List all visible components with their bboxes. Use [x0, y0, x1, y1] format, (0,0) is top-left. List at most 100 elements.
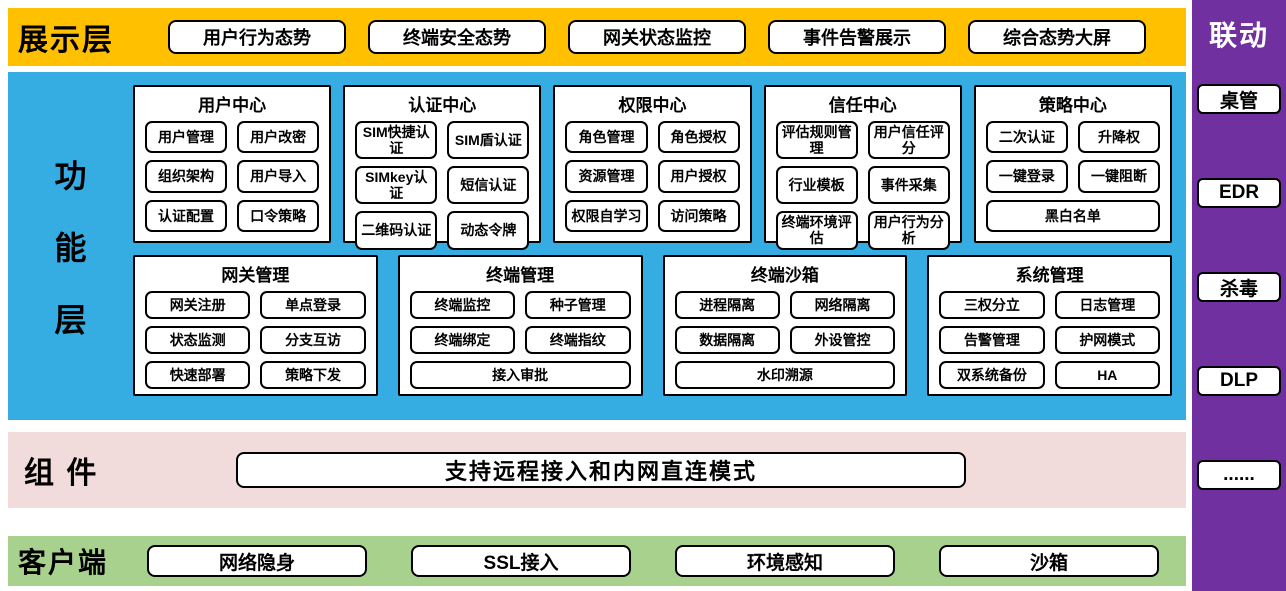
display-item[interactable]: 事件告警展示	[768, 20, 946, 54]
group-box: 网关管理网关注册单点登录状态监测分支互访快速部署策略下发	[133, 255, 378, 396]
feature-button[interactable]: 终端指纹	[525, 326, 631, 354]
component-mode-pill[interactable]: 支持远程接入和内网直连模式	[236, 452, 966, 488]
client-item[interactable]: SSL接入	[411, 545, 631, 577]
group-title: 终端管理	[486, 266, 555, 285]
feature-button[interactable]: 单点登录	[260, 291, 366, 319]
feature-button[interactable]: 一键阻断	[1077, 160, 1161, 193]
group-title: 策略中心	[1038, 96, 1107, 115]
feature-button[interactable]: 动态令牌	[447, 211, 530, 250]
feature-button[interactable]: 网关注册	[145, 291, 251, 319]
feature-button[interactable]: SIM快捷认证	[355, 121, 438, 160]
feature-button[interactable]: 三权分立	[939, 291, 1045, 319]
linkage-label: 联动	[1208, 20, 1269, 51]
group-grid: 角色管理角色授权资源管理用户授权权限自学习访问策略	[555, 117, 749, 241]
group-grid: 终端监控种子管理终端绑定终端指纹接入审批	[400, 287, 641, 398]
feature-button[interactable]: 外设管控	[789, 326, 896, 354]
feature-button[interactable]: 认证配置	[145, 199, 228, 232]
group-title: 终端沙箱	[750, 266, 819, 285]
group-grid: 评估规则管理用户信任评分行业模板事件采集终端环境评估用户行为分析	[766, 117, 960, 259]
linkage-item[interactable]: DLP	[1197, 366, 1281, 396]
function-groups-row2: 网关管理网关注册单点登录状态监测分支互访快速部署策略下发终端管理终端监控种子管理…	[133, 255, 1172, 396]
feature-button[interactable]: 快速部署	[145, 361, 251, 389]
feature-button[interactable]: 护网模式	[1054, 326, 1160, 354]
feature-button[interactable]: 水印溯源	[674, 361, 896, 389]
linkage-item[interactable]: ......	[1197, 460, 1281, 490]
feature-button[interactable]: 二次认证	[985, 121, 1068, 154]
feature-button[interactable]: 策略下发	[260, 361, 366, 389]
feature-button[interactable]: 资源管理	[565, 160, 648, 193]
group-box: 策略中心二次认证升降权一键登录一键阻断黑白名单	[973, 85, 1173, 243]
feature-button[interactable]: 数据隔离	[674, 326, 780, 354]
feature-button[interactable]: 告警管理	[939, 326, 1045, 354]
client-item[interactable]: 环境感知	[675, 545, 895, 577]
main-column: 展示层 用户行为态势终端安全态势网关状态监控事件告警展示综合态势大屏 功 能 层…	[8, 8, 1186, 586]
feature-button[interactable]: 网络隔离	[789, 291, 896, 319]
feature-button[interactable]: 用户改密	[237, 121, 320, 154]
feature-button[interactable]: 双系统备份	[939, 361, 1045, 389]
feature-button[interactable]: 一键登录	[985, 160, 1068, 193]
feature-button[interactable]: 角色管理	[565, 121, 648, 154]
feature-button[interactable]: 升降权	[1077, 121, 1161, 154]
display-item[interactable]: 终端安全态势	[368, 20, 546, 54]
feature-button[interactable]: 组织架构	[145, 160, 228, 193]
feature-button[interactable]: 终端监控	[409, 291, 516, 319]
display-item[interactable]: 网关状态监控	[568, 20, 746, 54]
client-item[interactable]: 沙箱	[939, 545, 1159, 577]
feature-button[interactable]: 日志管理	[1054, 291, 1160, 319]
feature-button[interactable]: 访问策略	[657, 199, 740, 232]
feature-button[interactable]: 用户管理	[145, 121, 228, 154]
display-item[interactable]: 综合态势大屏	[968, 20, 1146, 54]
feature-button[interactable]: 终端绑定	[409, 326, 516, 354]
component-band: 组 件 支持远程接入和内网直连模式	[8, 432, 1186, 508]
group-grid: 网关注册单点登录状态监测分支互访快速部署策略下发	[135, 287, 376, 398]
display-layer-label: 展示层	[18, 24, 114, 57]
group-grid: 用户管理用户改密组织架构用户导入认证配置口令策略	[135, 117, 329, 241]
feature-button[interactable]: 二维码认证	[355, 211, 438, 250]
display-item[interactable]: 用户行为态势	[168, 20, 346, 54]
feature-button[interactable]: 评估规则管理	[775, 121, 858, 160]
feature-button[interactable]: 短信认证	[447, 166, 530, 205]
linkage-item[interactable]: 桌管	[1197, 84, 1281, 114]
group-box: 信任中心评估规则管理用户信任评分行业模板事件采集终端环境评估用户行为分析	[763, 85, 962, 250]
group-title: 权限中心	[618, 96, 687, 115]
feature-button[interactable]: 种子管理	[525, 291, 631, 319]
feature-button[interactable]: 进程隔离	[674, 291, 780, 319]
feature-button[interactable]: SIM盾认证	[447, 121, 530, 160]
group-title: 信任中心	[828, 96, 897, 115]
group-title: 用户中心	[198, 96, 267, 115]
feature-button[interactable]: 分支互访	[260, 326, 366, 354]
function-layer-label-char: 能	[54, 230, 87, 266]
feature-button[interactable]: 接入审批	[409, 361, 631, 389]
group-grid: 进程隔离网络隔离数据隔离外设管控水印溯源	[665, 287, 906, 398]
feature-button[interactable]: 事件采集	[867, 166, 950, 205]
feature-button[interactable]: 口令策略	[237, 199, 320, 232]
function-layer-label: 功 能 层	[8, 72, 133, 420]
feature-button[interactable]: 状态监测	[145, 326, 251, 354]
feature-button[interactable]: 用户信任评分	[867, 121, 950, 160]
linkage-item[interactable]: 杀毒	[1197, 272, 1281, 302]
feature-button[interactable]: 黑白名单	[985, 199, 1161, 232]
linkage-column: 联动 桌管 EDR 杀毒 DLP......	[1192, 0, 1286, 591]
display-layer-items: 用户行为态势终端安全态势网关状态监控事件告警展示综合态势大屏	[168, 20, 1146, 54]
feature-button[interactable]: 行业模板	[775, 166, 858, 205]
feature-button[interactable]: 用户导入	[237, 160, 320, 193]
feature-button[interactable]: SIMkey认证	[355, 166, 438, 205]
group-grid: 三权分立日志管理告警管理护网模式双系统备份 HA	[929, 287, 1170, 398]
client-item[interactable]: 网络隐身	[147, 545, 367, 577]
feature-button[interactable]: 角色授权	[657, 121, 740, 154]
feature-button[interactable]: 权限自学习	[565, 199, 648, 232]
feature-button[interactable]: 终端环境评估	[775, 211, 858, 250]
feature-button[interactable]: 用户授权	[657, 160, 740, 193]
group-box: 终端管理终端监控种子管理终端绑定终端指纹接入审批	[397, 255, 643, 398]
client-label: 客户端	[18, 547, 109, 578]
feature-button[interactable]: 用户行为分析	[867, 211, 950, 250]
feature-button[interactable]: HA	[1054, 361, 1160, 389]
linkage-item[interactable]: EDR	[1197, 178, 1281, 208]
client-band: 客户端 网络隐身 SSL接入 环境感知 沙箱	[8, 536, 1186, 586]
